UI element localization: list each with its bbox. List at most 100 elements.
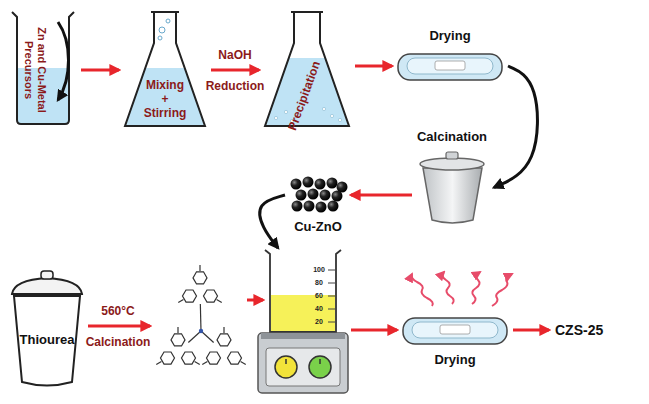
node-text: Thiourea bbox=[20, 333, 75, 348]
ring bbox=[161, 352, 175, 364]
methyl-bond bbox=[156, 362, 161, 365]
thiourea-crucible: Thiourea bbox=[8, 268, 86, 390]
shape bbox=[400, 312, 510, 348]
yellow-solution bbox=[271, 295, 335, 332]
particle bbox=[291, 179, 302, 190]
graduation-number: 20 bbox=[315, 318, 323, 326]
particle bbox=[296, 190, 307, 201]
particle bbox=[308, 189, 319, 200]
graduation-number: 80 bbox=[315, 279, 323, 287]
node-text: CZS-25 bbox=[555, 322, 603, 338]
transfer-arrow bbox=[247, 299, 263, 302]
reagent-label: NaOH bbox=[218, 48, 251, 62]
graduation-number: 100 bbox=[313, 266, 325, 274]
graduation-tick bbox=[328, 283, 335, 284]
particle bbox=[316, 202, 327, 213]
ring bbox=[182, 352, 196, 364]
node-text: Calcination bbox=[417, 130, 487, 145]
heat-waves bbox=[412, 272, 512, 306]
heat-wave bbox=[492, 274, 512, 306]
methyl-bond bbox=[241, 362, 246, 365]
dish-inner bbox=[407, 58, 493, 74]
product-label: CZS-25 bbox=[552, 318, 606, 342]
particle bbox=[304, 201, 315, 212]
process-arrow bbox=[513, 329, 549, 332]
process-arrow bbox=[211, 69, 259, 72]
graduation-tick bbox=[328, 309, 335, 310]
ring bbox=[228, 352, 242, 364]
heat-wave bbox=[412, 274, 433, 306]
node-text: Mixing + Stirring bbox=[144, 79, 187, 120]
dish-outline bbox=[403, 318, 507, 344]
knob bbox=[275, 356, 297, 378]
bridge-bond bbox=[201, 331, 214, 343]
graduation-tick bbox=[328, 270, 335, 271]
precipitation-flask: Precipitation bbox=[262, 8, 352, 130]
node-text: Cu-ZnO bbox=[294, 220, 342, 235]
stir-arrow bbox=[58, 22, 69, 100]
bridge-bond bbox=[188, 331, 201, 343]
graduation-tick bbox=[328, 322, 335, 323]
beaker-outline bbox=[265, 250, 341, 332]
graduation-number: 40 bbox=[315, 305, 323, 313]
beaker-outline bbox=[12, 12, 74, 124]
carbon-nitride-structure bbox=[156, 265, 246, 365]
ring bbox=[193, 272, 207, 284]
control-panel bbox=[266, 348, 340, 386]
flask-rim bbox=[291, 11, 323, 13]
shape bbox=[415, 150, 490, 225]
process-arrow bbox=[260, 195, 285, 248]
methyl-bond bbox=[223, 327, 224, 333]
process-arrow bbox=[81, 69, 119, 72]
particle bbox=[292, 201, 303, 212]
dish-outline bbox=[398, 54, 502, 80]
stirring-beaker: 100 80 60 40 20 bbox=[258, 250, 348, 395]
ring bbox=[171, 334, 185, 346]
knob-mark bbox=[285, 359, 287, 364]
node-text: Zn and Cu-Metal Precursors bbox=[22, 15, 47, 125]
methyl-bond bbox=[202, 362, 207, 365]
knob-mark bbox=[319, 359, 321, 364]
mixing-flask: Mixing + Stirring bbox=[122, 8, 208, 130]
drying-dish: Drying bbox=[400, 312, 510, 348]
graduation-tick bbox=[328, 296, 335, 297]
calcination-crucible: Calcination bbox=[415, 150, 490, 225]
methyl-bond bbox=[178, 300, 183, 303]
precipitate bbox=[330, 114, 333, 117]
ring bbox=[217, 334, 231, 346]
calcination-arrow bbox=[88, 325, 150, 328]
methyl-bond bbox=[195, 362, 200, 365]
bubble bbox=[166, 19, 170, 23]
process-arrow bbox=[351, 194, 412, 197]
lid-knob bbox=[446, 152, 458, 159]
liquid bbox=[126, 68, 204, 125]
hotplate-body bbox=[258, 333, 348, 393]
precipitate bbox=[322, 107, 325, 110]
bridge-bond bbox=[200, 304, 202, 331]
nitrogen-dot bbox=[199, 329, 203, 333]
bubble bbox=[158, 36, 162, 40]
process-arrow bbox=[494, 66, 537, 188]
sample-patch bbox=[440, 325, 470, 334]
step-label: Reduction bbox=[206, 79, 265, 93]
lid-knob bbox=[41, 271, 53, 279]
sample-patch bbox=[435, 61, 465, 70]
process-arrow bbox=[355, 65, 392, 68]
heat-wave bbox=[472, 272, 480, 304]
precipitate bbox=[284, 110, 287, 113]
step-label: Calcination bbox=[86, 335, 151, 349]
precipitate bbox=[274, 116, 277, 119]
graduation-number: 60 bbox=[315, 292, 323, 300]
process-arrow bbox=[351, 329, 397, 332]
flask-outline bbox=[125, 12, 205, 126]
shape bbox=[8, 268, 86, 390]
knob bbox=[309, 356, 331, 378]
precipitate bbox=[338, 118, 341, 121]
particle bbox=[315, 179, 326, 190]
precursor-beaker: Zn and Cu-Metal Precursors bbox=[8, 8, 78, 126]
heat-wave bbox=[442, 272, 453, 304]
node-text: Drying bbox=[434, 353, 475, 368]
methyl-bond bbox=[199, 265, 200, 271]
particle bbox=[327, 178, 338, 189]
